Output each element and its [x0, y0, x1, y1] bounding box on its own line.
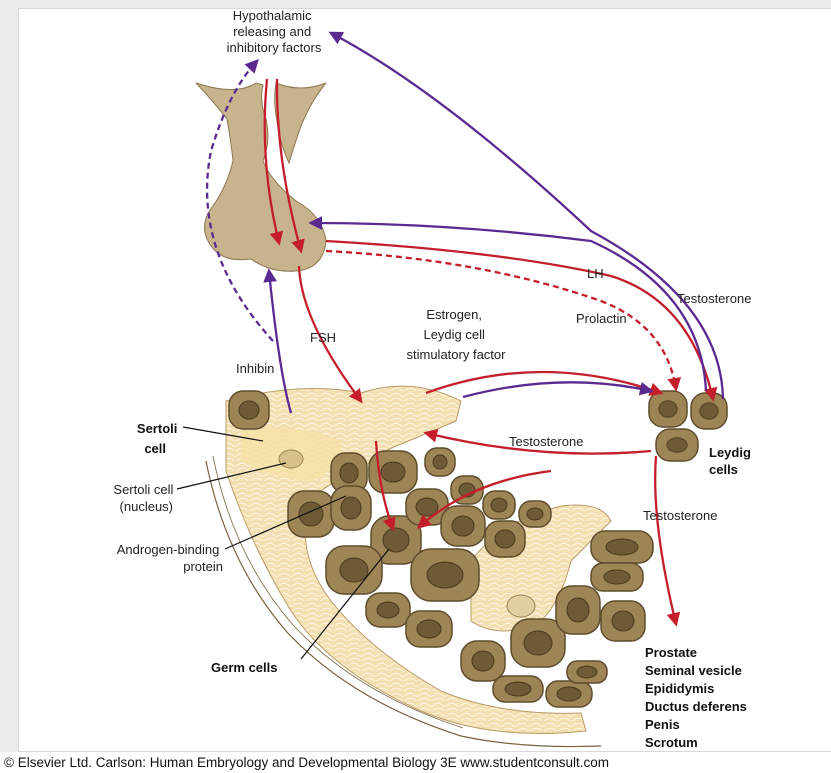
target-organs-list: Prostate Seminal vesicle Epididymis Duct…	[645, 645, 747, 750]
hypothalamic-label: Hypothalamic releasing and inhibitory fa…	[227, 9, 322, 55]
sertoli-nucleus	[279, 450, 303, 468]
arrow-leydig-stim	[463, 382, 651, 397]
target-organ: Epididymis	[645, 681, 714, 696]
prolactin-label: Prolactin	[576, 311, 627, 326]
inhibin-label: Inhibin	[236, 361, 274, 376]
target-organ: Ductus deferens	[645, 699, 747, 714]
lower-sertoli-nucleus	[507, 595, 535, 617]
arrow-lh	[326, 241, 713, 399]
testosterone-top-label: Testosterone	[677, 291, 751, 306]
testosterone-mid-label: Testosterone	[509, 434, 583, 449]
germ-cells-label: Germ cells	[211, 660, 278, 675]
testosterone-low-label: Testosterone	[643, 508, 717, 523]
arrow-testosterone-pituitary	[311, 223, 706, 391]
arrow-testosterone-top	[331, 33, 723, 399]
arrow-testosterone-down	[655, 456, 676, 624]
target-organ: Scrotum	[645, 735, 698, 750]
target-organ: Prostate	[645, 645, 697, 660]
target-organ: Seminal vesicle	[645, 663, 742, 678]
estrogen-label: Estrogen, Leydig cell stimulatory factor	[407, 307, 507, 362]
figure-frame: Hypothalamic releasing and inhibitory fa…	[18, 8, 831, 752]
lh-label: LH	[587, 266, 604, 281]
target-organ: Penis	[645, 717, 680, 732]
endocrine-diagram: Hypothalamic releasing and inhibitory fa…	[19, 9, 831, 751]
androgen-binding-label: Androgen-binding protein	[117, 542, 223, 574]
fsh-label: FSH	[310, 330, 336, 345]
copyright-caption: © Elsevier Ltd. Carlson: Human Embryolog…	[0, 752, 831, 773]
leydig-cells-label: Leydig cells	[709, 445, 755, 477]
sertoli-cell-label: Sertoli cell	[137, 421, 181, 456]
sertoli-nucleus-label: Sertoli cell (nucleus)	[113, 482, 177, 514]
